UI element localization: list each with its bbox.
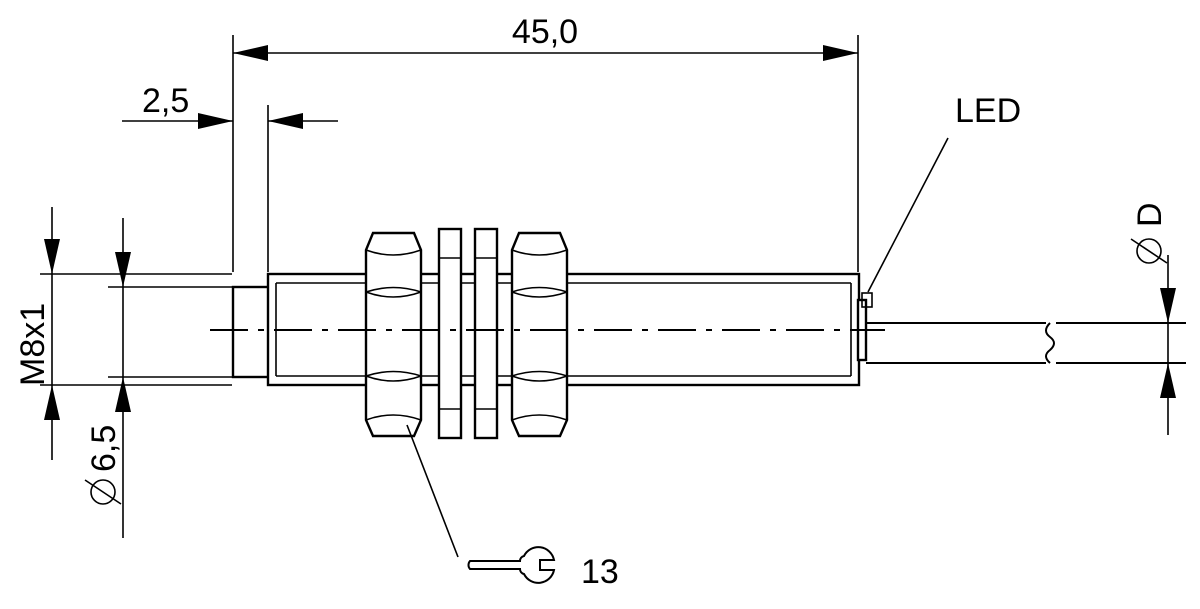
diameter-symbol-icon bbox=[1130, 238, 1168, 264]
front-diameter-label: 6,5 bbox=[85, 425, 123, 472]
lock-nut-right bbox=[510, 231, 569, 438]
thread-label: M8x1 bbox=[14, 303, 52, 386]
led-callout: LED bbox=[867, 92, 1021, 293]
thread-offset-label: 2,5 bbox=[142, 82, 189, 120]
thread-dimension: M8x1 bbox=[14, 207, 232, 460]
open-end-wrench-icon bbox=[467, 546, 556, 584]
cable bbox=[866, 322, 1186, 364]
overall-length-dimension: 45,0 bbox=[232, 13, 859, 272]
lock-nut-left bbox=[364, 231, 423, 438]
washer-left bbox=[437, 227, 463, 440]
cable-diameter-label: D bbox=[1131, 202, 1169, 227]
wrench-size-label: 13 bbox=[581, 553, 619, 591]
cable-diameter-dimension: D bbox=[1130, 202, 1176, 435]
wrench-callout: 13 bbox=[406, 424, 619, 591]
thread-offset-dimension: 2,5 bbox=[122, 82, 338, 272]
sensing-face bbox=[231, 285, 271, 379]
washer-right bbox=[473, 227, 499, 440]
overall-length-label: 45,0 bbox=[512, 13, 578, 51]
cable-break-line bbox=[1045, 322, 1055, 364]
led-indicator bbox=[861, 292, 873, 308]
diameter-symbol-icon bbox=[84, 479, 122, 505]
led-label: LED bbox=[955, 92, 1021, 130]
front-diameter-dimension: 6,5 bbox=[84, 218, 232, 538]
